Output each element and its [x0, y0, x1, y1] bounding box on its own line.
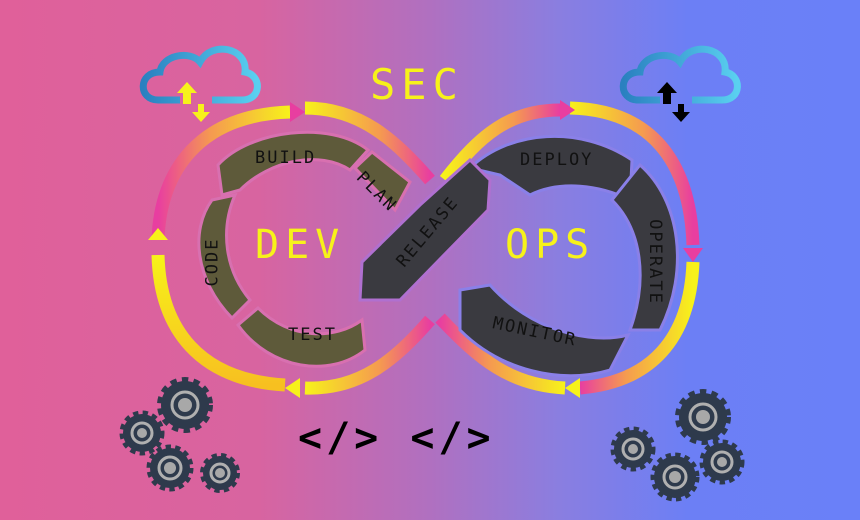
- left-gears-icon: [119, 377, 240, 493]
- right-cloud-arrows-icon: [657, 82, 690, 122]
- segment-operate: [609, 162, 679, 332]
- segment-release: [358, 157, 492, 302]
- ops-loop: [458, 134, 679, 378]
- right-gears-icon: [610, 389, 745, 502]
- dev-loop: [197, 130, 412, 368]
- segment-build: [216, 130, 371, 197]
- right-cloud-icon: [619, 45, 741, 104]
- ops-label: OPS: [505, 222, 596, 268]
- segment-deploy: [466, 134, 634, 203]
- code-brackets: </> </>: [298, 415, 495, 461]
- stage-build: BUILD: [255, 148, 317, 168]
- stage-deploy: DEPLOY: [520, 150, 594, 170]
- stage-test: TEST: [288, 325, 337, 345]
- stage-code: CODE: [202, 237, 223, 287]
- dev-label: DEV: [255, 222, 346, 268]
- segment-test: [235, 305, 367, 368]
- left-cloud-icon: [139, 45, 261, 104]
- segment-monitor: [458, 283, 631, 378]
- left-cloud-arrows-icon: [177, 82, 210, 122]
- sec-title: SEC: [370, 60, 464, 109]
- segment-code: [197, 192, 253, 321]
- stage-operate: OPERATE: [644, 219, 665, 305]
- outer-arrow-ring: [151, 101, 700, 395]
- segment-plan: [352, 150, 412, 213]
